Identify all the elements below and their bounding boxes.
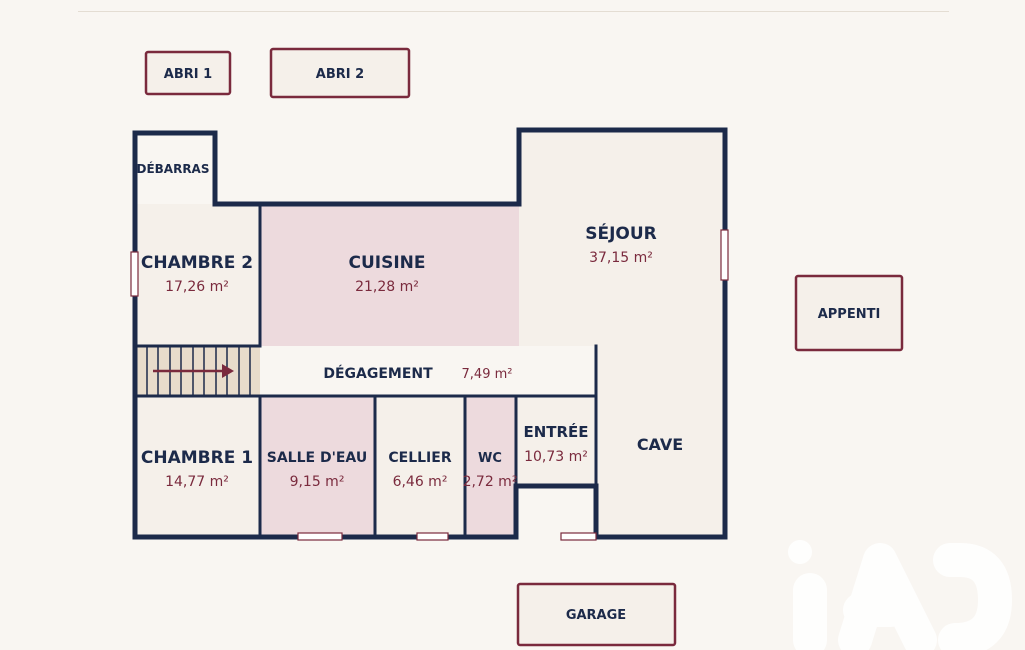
- chambre2-name: CHAMBRE 2: [141, 253, 253, 273]
- salle-eau-area: 9,15 m²: [290, 474, 345, 490]
- cuisine-name: CUISINE: [348, 253, 425, 273]
- window-cellier: [416, 532, 449, 541]
- inner-walls: [133, 202, 598, 539]
- room-fill-degagement: [260, 346, 596, 396]
- sejour-area: 37,15 m²: [589, 250, 653, 266]
- cave-name: CAVE: [637, 435, 683, 454]
- room-fill-entree: [516, 396, 596, 486]
- room-fill-sejour: [519, 130, 725, 346]
- room-fill-chambre2: [135, 204, 260, 346]
- debarras-name: DÉBARRAS: [136, 161, 209, 176]
- annex-garage: [516, 582, 677, 647]
- entry-wall: [513, 483, 599, 540]
- annex-abri2: [269, 47, 411, 99]
- room-fill-debarras: [135, 133, 215, 204]
- wc-area: 2,72 m²: [463, 474, 518, 490]
- cuisine-area: 21,28 m²: [355, 279, 419, 295]
- entree-area: 10,73 m²: [524, 449, 588, 465]
- room-fill-chambre1: [135, 396, 260, 537]
- wc-name: WC: [478, 451, 502, 466]
- appenti-label: APPENTI: [818, 307, 881, 322]
- degagement-name: DÉGAGEMENT: [323, 365, 433, 382]
- window-sejour: [720, 229, 729, 281]
- window-entree: [560, 532, 597, 541]
- room-fill-cave: [596, 346, 725, 537]
- salle-eau-name: SALLE D'EAU: [267, 450, 367, 466]
- chambre1-area: 14,77 m²: [165, 474, 229, 490]
- outer-wall: [132, 127, 728, 540]
- abri2-label: ABRI 2: [316, 67, 364, 82]
- room-fill-cuisine: [260, 204, 519, 346]
- cellier-name: CELLIER: [388, 450, 451, 466]
- chambre2-area: 17,26 m²: [165, 279, 229, 295]
- abri1-label: ABRI 1: [164, 67, 212, 82]
- chambre1-name: CHAMBRE 1: [141, 448, 253, 468]
- cellier-area: 6,46 m²: [393, 474, 448, 490]
- iad-logo: [788, 540, 1012, 650]
- room-fill-cellier: [375, 396, 465, 537]
- entree-name: ENTRÉE: [523, 422, 588, 441]
- room-fill-salle-eau: [260, 396, 375, 537]
- annex-appenti: [794, 274, 904, 352]
- annex-abri1: [144, 50, 232, 96]
- top-divider: [78, 11, 949, 12]
- garage-label: GARAGE: [566, 608, 626, 623]
- window-salle-eau: [297, 532, 343, 541]
- sejour-name: SÉJOUR: [585, 222, 657, 244]
- arrow-right-icon: [153, 364, 234, 378]
- degagement-area: 7,49 m²: [462, 367, 513, 382]
- room-fill-wc: [465, 396, 516, 537]
- window-chambre2: [130, 251, 139, 297]
